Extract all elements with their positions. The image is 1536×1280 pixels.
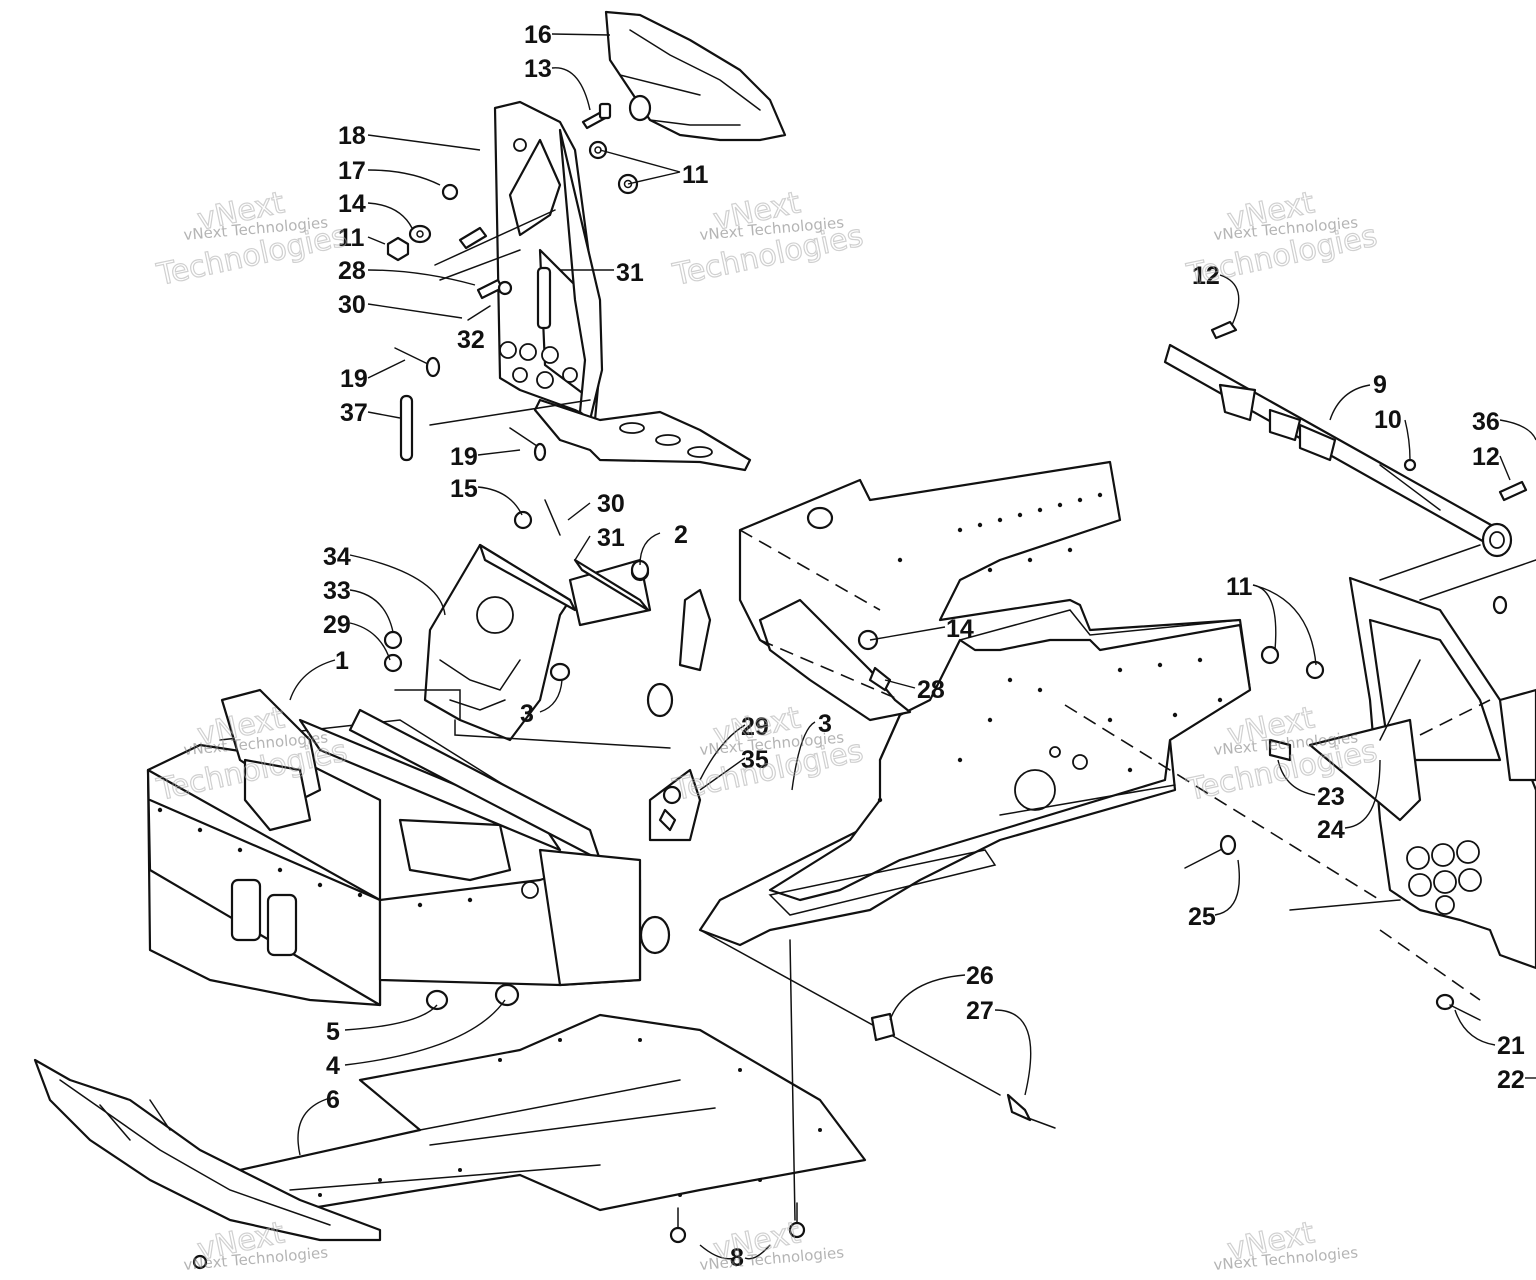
callout-29: 29	[741, 713, 769, 741]
callout-32: 32	[457, 326, 485, 354]
footrest-plate	[533, 398, 752, 472]
callout-16: 16	[524, 21, 552, 49]
callout-15: 15	[450, 475, 478, 503]
callout-22: 22	[1497, 1066, 1525, 1094]
callout-9: 9	[1373, 371, 1387, 399]
callout-37: 37	[340, 399, 368, 427]
callout-24: 24	[1317, 816, 1345, 844]
explode-lines	[394, 209, 1536, 1221]
callout-2: 2	[674, 521, 688, 549]
callout-33: 33	[323, 577, 351, 605]
callout-29: 29	[323, 611, 351, 639]
callout-5: 5	[326, 1018, 340, 1046]
callout-11: 11	[338, 224, 365, 252]
callout-14: 14	[946, 615, 974, 643]
callout-10: 10	[1374, 406, 1402, 434]
steering-support-bracket	[493, 100, 604, 422]
callout-4: 4	[326, 1052, 340, 1080]
callout-23: 23	[1317, 783, 1345, 811]
bracket-hardware	[386, 102, 639, 462]
watermark-top-right: vNext Technologies vNext Technologies	[1183, 185, 1381, 294]
console-cover	[604, 10, 787, 142]
callout-3: 3	[520, 700, 534, 728]
callout-8: 8	[730, 1244, 744, 1272]
callout-19: 19	[450, 443, 478, 471]
right-nose-pan	[1308, 576, 1536, 970]
callout-18: 18	[338, 122, 366, 150]
callout-1: 1	[335, 647, 349, 675]
column-support-bracket	[423, 543, 577, 742]
callout-11: 11	[1226, 573, 1253, 601]
callout-17: 17	[338, 157, 366, 185]
callout-27: 27	[966, 997, 994, 1025]
callout-26: 26	[966, 962, 994, 990]
callout-31: 31	[616, 259, 644, 287]
support-tube	[1163, 343, 1513, 558]
skid-plate	[238, 1013, 867, 1212]
watermark-mid-right: vNext Technologies vNext Technologies	[1183, 700, 1381, 809]
callout-25: 25	[1188, 903, 1216, 931]
tunnel-chassis	[698, 460, 1252, 947]
watermark-bottom-left: vNext Technologies vNext	[183, 1215, 329, 1274]
callout-28: 28	[917, 676, 945, 704]
callout-35: 35	[741, 746, 769, 774]
callout-12: 12	[1192, 262, 1220, 290]
callout-14: 14	[338, 190, 366, 218]
callout-34: 34	[323, 543, 351, 571]
front-bumper	[33, 1058, 382, 1242]
callout-3: 3	[818, 710, 832, 738]
watermark-bottom-right: vNext Technologies vNext	[1213, 1215, 1359, 1274]
callout-30: 30	[597, 490, 625, 518]
callout-19: 19	[340, 365, 368, 393]
watermark-bottom-center: vNext Technologies vNext	[699, 1215, 845, 1274]
watermark-top-center: vNext Technologies vNext Technologies	[669, 185, 867, 294]
callout-36: 36	[1472, 408, 1500, 436]
leader-lines	[289, 33, 1536, 1260]
callout-30: 30	[338, 291, 366, 319]
front-bulkhead	[146, 588, 712, 1007]
callout-11: 11	[682, 161, 709, 189]
callout-6: 6	[326, 1086, 340, 1114]
callout-28: 28	[338, 257, 366, 285]
watermark-mid-center: vNext Technologies vNext Technologies	[669, 700, 867, 809]
callout-21: 21	[1497, 1032, 1525, 1060]
watermark-top-left: vNext Technologies vNext Technologies	[153, 185, 351, 294]
callout-31: 31	[597, 524, 625, 552]
callout-13: 13	[524, 55, 552, 83]
cross-members	[549, 558, 702, 842]
callout-labels: 16 13 18 17 14 11 28 30 32 19 37 11 31 1…	[323, 21, 1525, 1272]
callout-12: 12	[1472, 443, 1500, 471]
